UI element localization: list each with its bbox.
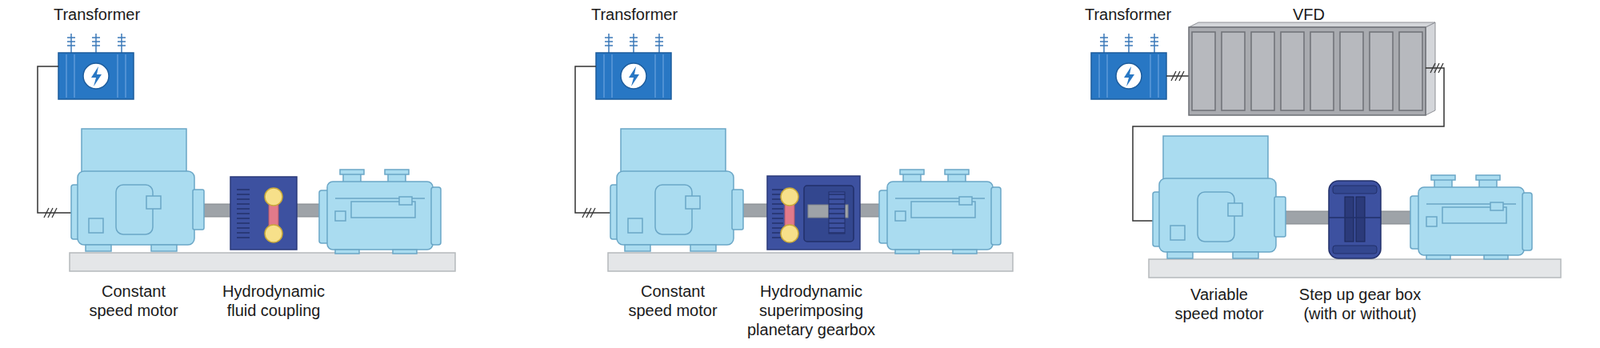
transformer-icon [1091, 33, 1167, 100]
component-caption: Constant speed motor [84, 281, 184, 320]
power-wire [37, 66, 72, 213]
vfd-label: VFD [1260, 4, 1357, 24]
panel-2 [575, 33, 1013, 272]
base-plate [1148, 259, 1561, 278]
component-caption: Hydrodynamic superimposing planetary gea… [739, 281, 884, 340]
variable-speed-motor [1152, 136, 1286, 259]
transformer-label: Transformer [566, 4, 703, 24]
constant-speed-motor [610, 128, 744, 252]
planetary-gearbox [767, 176, 860, 250]
component-caption: Constant speed motor [623, 281, 724, 320]
fluid-coupling [230, 176, 297, 250]
transformer-label: Transformer [1060, 4, 1196, 24]
component-caption: Variable speed motor [1169, 284, 1270, 324]
transformer-icon [596, 33, 672, 100]
transformer-icon [58, 33, 134, 100]
driven-machine [319, 169, 441, 254]
three-phase-mark [44, 208, 57, 218]
driven-machine [1410, 175, 1532, 260]
base-plate [69, 252, 456, 272]
panel-1 [37, 33, 456, 272]
vfd-cabinets [1188, 22, 1436, 116]
three-phase-mark [1171, 71, 1184, 81]
component-caption: Hydrodynamic fluid coupling [216, 281, 332, 320]
panel-3 [1091, 22, 1561, 278]
shaft [740, 204, 893, 217]
three-phase-mark [1430, 63, 1444, 73]
step-up-gearbox [1328, 180, 1381, 259]
driven-machine [879, 169, 1001, 254]
power-wire [575, 66, 611, 213]
component-caption: Step up gear box (with or without) [1292, 284, 1428, 324]
three-phase-mark [582, 208, 596, 218]
base-plate [608, 252, 1013, 272]
constant-speed-motor [71, 128, 204, 252]
transformer-label: Transformer [28, 4, 165, 24]
